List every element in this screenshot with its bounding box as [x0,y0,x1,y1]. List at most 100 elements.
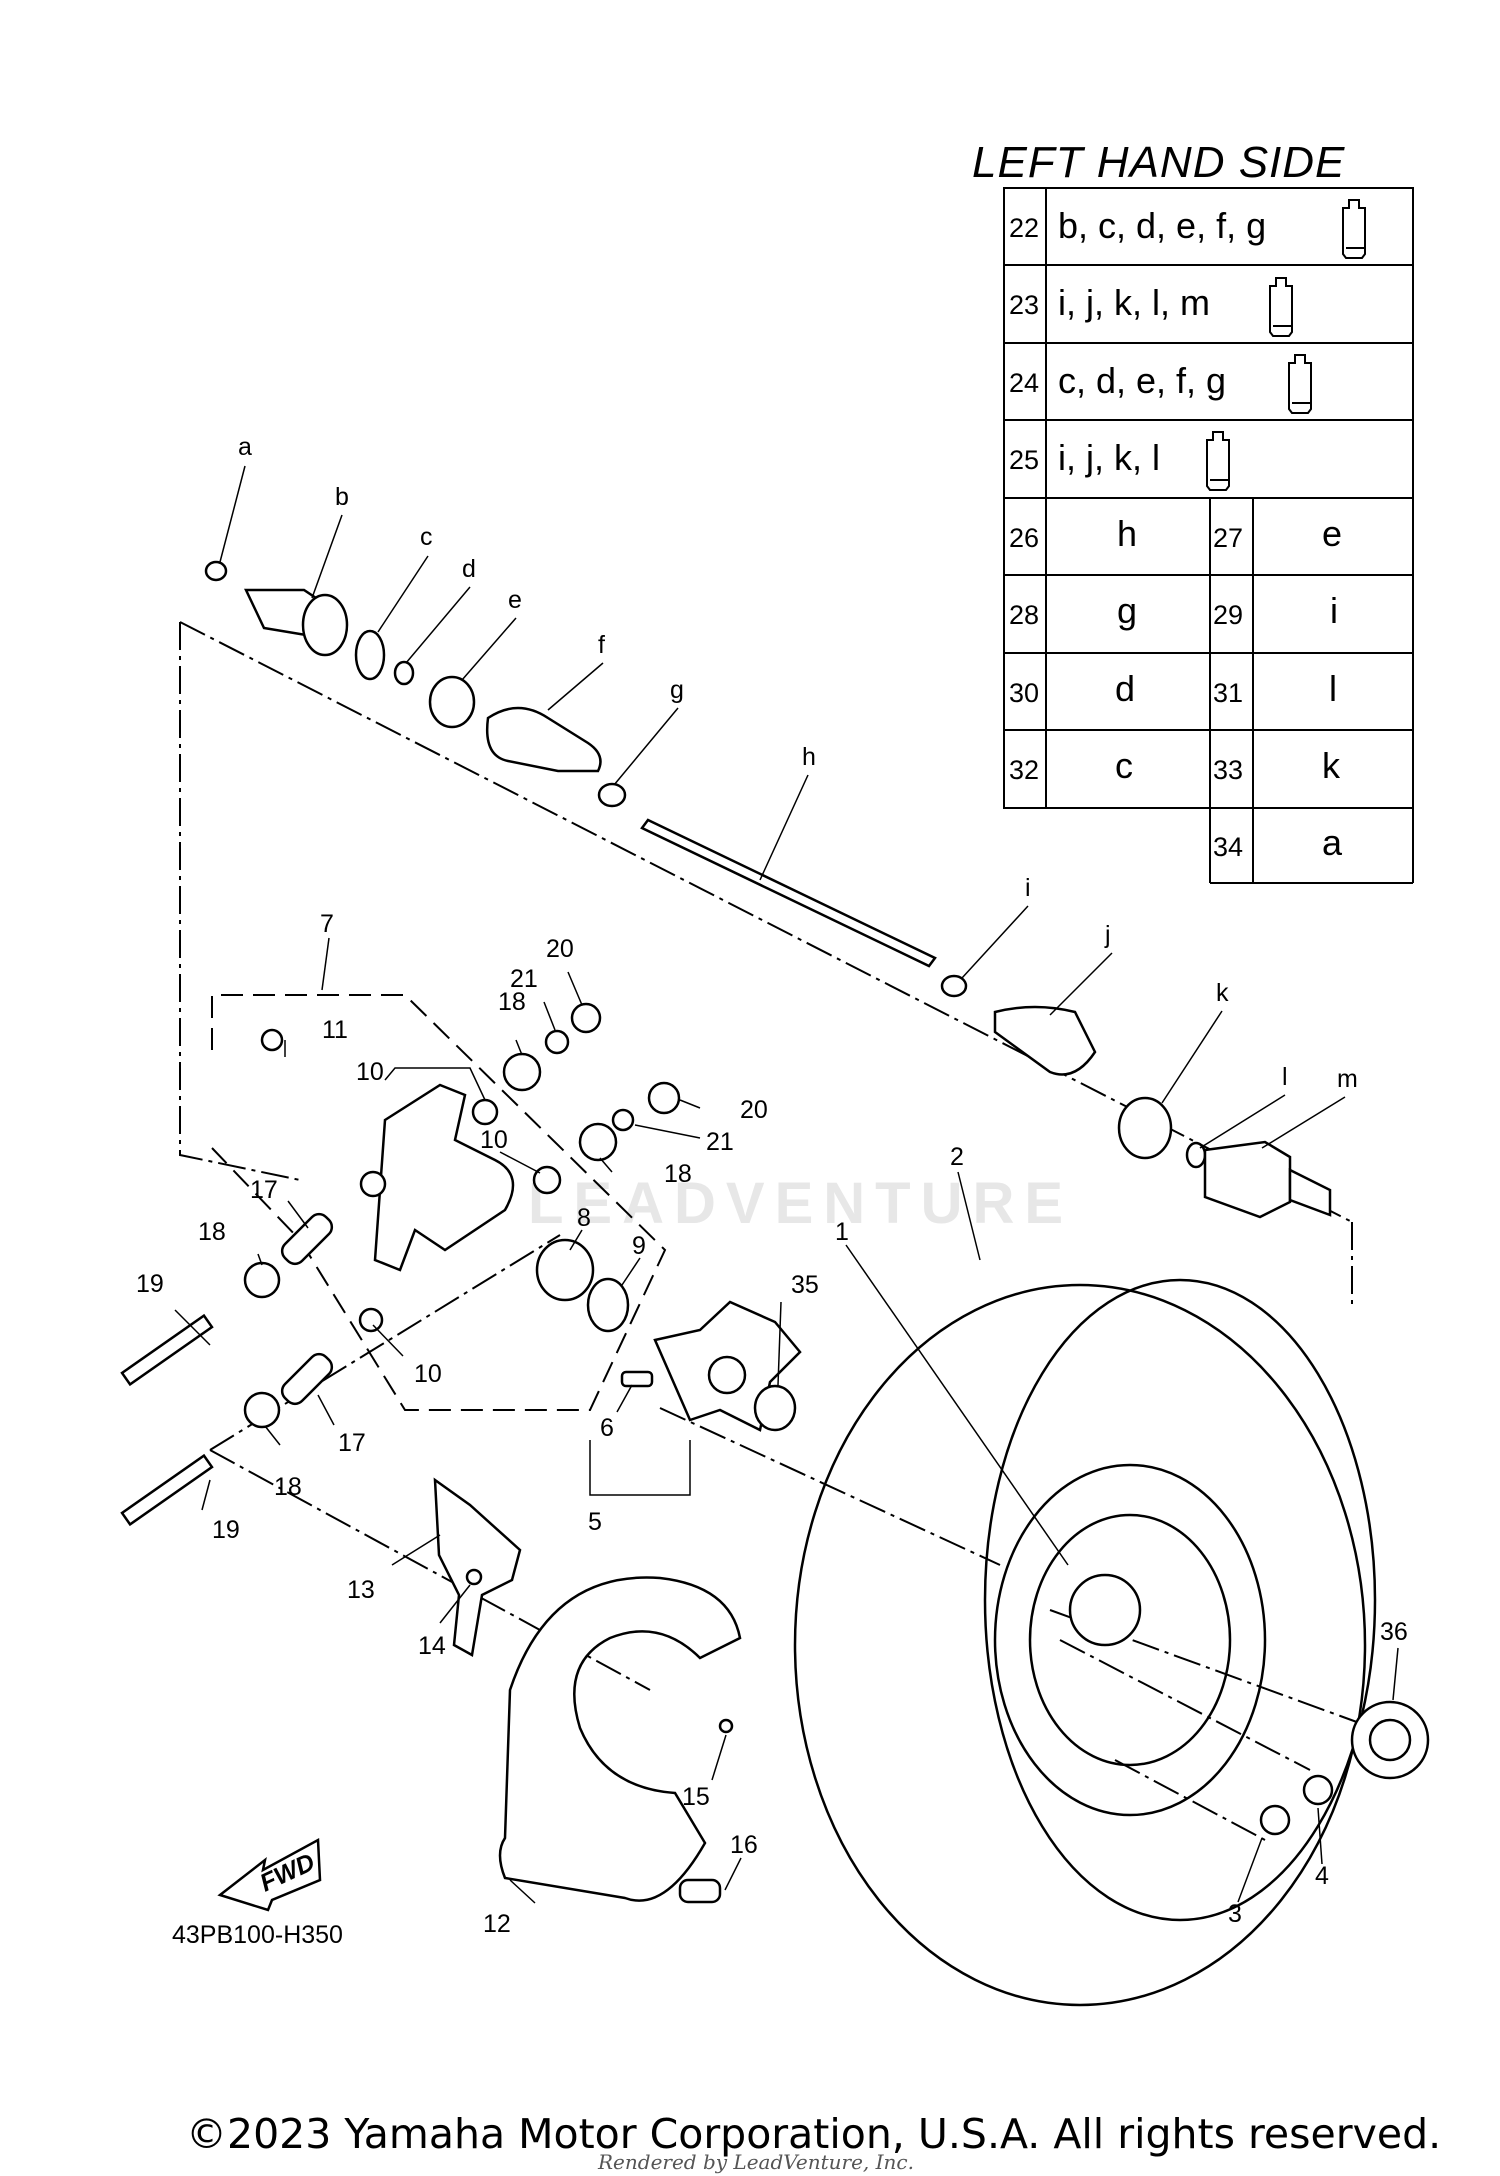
callout-10: 10 [356,1058,384,1086]
guard-bracket-13 [433,1477,522,1657]
callout-18: 18 [274,1473,302,1501]
callout-7: 7 [320,910,334,938]
grease-tube-icon [1206,431,1230,491]
bolt-14 [465,1568,483,1586]
table-pair-value: g [1117,590,1137,631]
table-title: LEFT HAND SIDE [972,138,1346,187]
wheel-rim-1 [993,1463,1267,1817]
table-row-number: 22 [1009,213,1039,243]
drive-shaft-h [640,818,937,968]
letter-callouts [219,465,1346,1149]
callout-10: 10 [480,1126,508,1154]
wheel-hub-bore [1068,1573,1142,1647]
tire-2 [793,1283,1367,2007]
table-pair-value: d [1115,668,1135,709]
table-row-value: i, j, k, l [1058,437,1160,478]
callout-36: 36 [1380,1618,1408,1646]
valve-3 [1259,1804,1291,1836]
table-row-number: 24 [1009,368,1039,398]
callout-5: 5 [588,1508,602,1536]
table-pair-value: k [1322,745,1341,786]
band-i [940,974,968,998]
callout-11: 11 [322,1016,348,1044]
callout-k: k [1216,979,1229,1007]
number-callouts [174,937,1399,1904]
inner-cv-joint-m-spline [1288,1167,1332,1217]
reference-table [1003,187,1414,884]
bushing-10 [471,1098,499,1126]
table-pair-value: a [1322,822,1343,863]
brake-guard [433,1477,742,1904]
callout-13: 13 [347,1576,375,1604]
inner-cv-joint-m [1203,1140,1292,1219]
callout-i: i [1025,874,1031,902]
callout-b: b [335,483,349,511]
hub-cap-36 [1350,1700,1430,1780]
circlip-a [204,560,228,582]
table-pair-number: 26 [1009,523,1039,553]
table-pair-number: 34 [1213,832,1243,862]
callout-16: 16 [730,1831,758,1859]
callout-35: 35 [791,1271,819,1299]
table-row-number: 23 [1009,290,1039,320]
callout-2: 2 [950,1143,964,1171]
assembly-guide-lines [179,621,1366,1841]
hub-cap-36-logo [1368,1718,1412,1762]
outer-cv-joint-b-end [301,593,349,657]
circlip-9 [586,1277,630,1333]
callout-17: 17 [338,1429,366,1457]
table-pair-value: c [1115,745,1133,786]
bolt-19 [120,1313,214,1387]
boot-j [993,1005,1097,1076]
copyright-notice: ©2023 Yamaha Motor Corporation, U.S.A. A… [186,2110,1442,2158]
table-pair-value: i [1330,590,1338,631]
callout-3: 3 [1228,1900,1242,1928]
callout-g: g [670,676,684,704]
nut-20 [570,1002,602,1034]
seal-18 [578,1122,618,1162]
knuckle [373,1083,515,1272]
table-pair-number: 28 [1009,600,1039,630]
boot-f [485,706,602,773]
bolt-19 [120,1453,214,1527]
band-k [1117,1096,1173,1160]
callout-17: 17 [250,1176,278,1204]
callout-21: 21 [706,1128,734,1156]
callout-8: 8 [577,1204,591,1232]
callout-m: m [1337,1065,1358,1093]
table-row-value: i, j, k, l, m [1058,282,1210,323]
callout-15: 15 [682,1783,710,1811]
callout-h: h [802,743,816,771]
table-pair-value: l [1329,668,1337,709]
callout-a: a [238,433,252,461]
callout-14: 14 [418,1632,446,1660]
knuckle-assembly [120,1002,681,1527]
callout-12: 12 [483,1910,511,1938]
collar-17 [280,1212,334,1266]
bolt-16 [678,1878,722,1904]
forward-arrow: FWD [217,1837,322,1912]
fwd-arrow-icon [217,1837,322,1912]
callout-18: 18 [664,1160,692,1188]
bearing-8 [535,1238,595,1302]
bushing-10 [359,1170,387,1198]
callout-d: d [462,555,476,583]
tire-inner [983,1278,1377,1922]
grease-tube-icon [1342,199,1366,259]
diagram-reference-code: 43PB100-H350 [172,1921,343,1949]
table-pair-number: 33 [1213,755,1243,785]
callout-9: 9 [632,1232,646,1260]
seal-18 [243,1261,281,1299]
table-pair-value: e [1322,513,1342,554]
washer-21 [544,1029,570,1055]
hub-center [707,1355,747,1395]
callout-j: j [1104,921,1111,949]
callout-20: 20 [546,935,574,963]
callout-20: 20 [740,1096,768,1124]
nut-20 [647,1081,681,1115]
table-pair-number: 31 [1213,678,1243,708]
grease-tube-icon [1269,277,1293,337]
callout-19: 19 [136,1270,164,1298]
callout-1: 1 [835,1218,849,1246]
